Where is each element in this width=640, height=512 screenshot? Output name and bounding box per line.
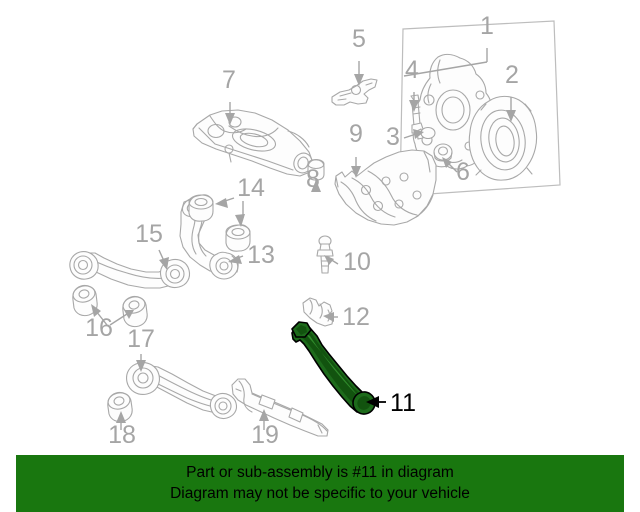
leader-17 (136, 354, 146, 372)
leader-11 (366, 396, 386, 408)
leader-16 (91, 304, 134, 326)
callout-label-16: 16 (85, 314, 113, 342)
leader-15 (158, 249, 169, 270)
callout-label-18: 18 (108, 421, 136, 449)
leader-19 (259, 409, 269, 430)
callout-label-4: 4 (405, 56, 419, 84)
leader-3 (403, 129, 424, 139)
part-trailing-arm-highlighted (291, 321, 376, 415)
part-bushing-16a (72, 284, 98, 317)
leader-18 (116, 411, 126, 430)
callout-label-13: 13 (247, 241, 275, 269)
callout-label-14: 14 (237, 174, 265, 202)
part-bushing-14a (188, 194, 214, 222)
notice-line-1: Part or sub-assembly is #11 in diagram (186, 464, 454, 481)
callout-label-12: 12 (342, 303, 370, 331)
leader-2 (506, 97, 516, 122)
part-wheel-bearing (468, 95, 538, 181)
callout-label-19: 19 (251, 421, 279, 449)
leader-13 (228, 255, 244, 264)
part-crossmember-brace-19 (231, 378, 329, 437)
callout-label-1: 1 (480, 12, 494, 40)
callout-label-3: 3 (386, 123, 400, 151)
part-toe-link-17 (126, 362, 238, 420)
part-bushing-14b (225, 224, 251, 252)
callout-label-6: 6 (456, 158, 470, 186)
callout-label-8: 8 (306, 165, 320, 193)
callout-label-17: 17 (127, 325, 155, 353)
notice-line-2: Diagram may not be specific to your vehi… (170, 485, 470, 502)
callout-label-9: 9 (349, 120, 363, 148)
part-bushing-16b (122, 295, 148, 328)
leader-14 (215, 197, 245, 227)
part-bushing-8 (307, 158, 325, 181)
leader-12 (323, 312, 338, 322)
part-bracket-clip-12 (302, 297, 334, 327)
notice-banner: Part or sub-assembly is #11 in diagram D… (16, 455, 624, 512)
callout-label-10: 10 (343, 248, 371, 276)
leader-1 (403, 48, 488, 77)
part-nut-6 (433, 143, 453, 162)
leader-5 (354, 61, 364, 86)
part-bushing-18 (107, 391, 133, 423)
part-bolt-10 (316, 235, 334, 274)
callout-label-5: 5 (352, 25, 366, 53)
callout-label-2: 2 (505, 61, 519, 89)
part-splash-shield (334, 149, 437, 226)
callout-label-15: 15 (135, 220, 163, 248)
leader-10 (324, 255, 339, 265)
leader-4 (409, 92, 419, 112)
leader-6 (442, 157, 458, 173)
part-bracket-5 (331, 78, 378, 106)
part-lower-control-arm (192, 109, 314, 177)
leader-9 (351, 157, 361, 178)
part-lateral-link-15 (69, 251, 191, 289)
subassembly-box-1 (399, 20, 561, 197)
leader-8 (311, 178, 321, 192)
leader-7 (225, 102, 235, 125)
callout-label-7: 7 (222, 66, 236, 94)
callout-label-11: 11 (390, 389, 416, 417)
